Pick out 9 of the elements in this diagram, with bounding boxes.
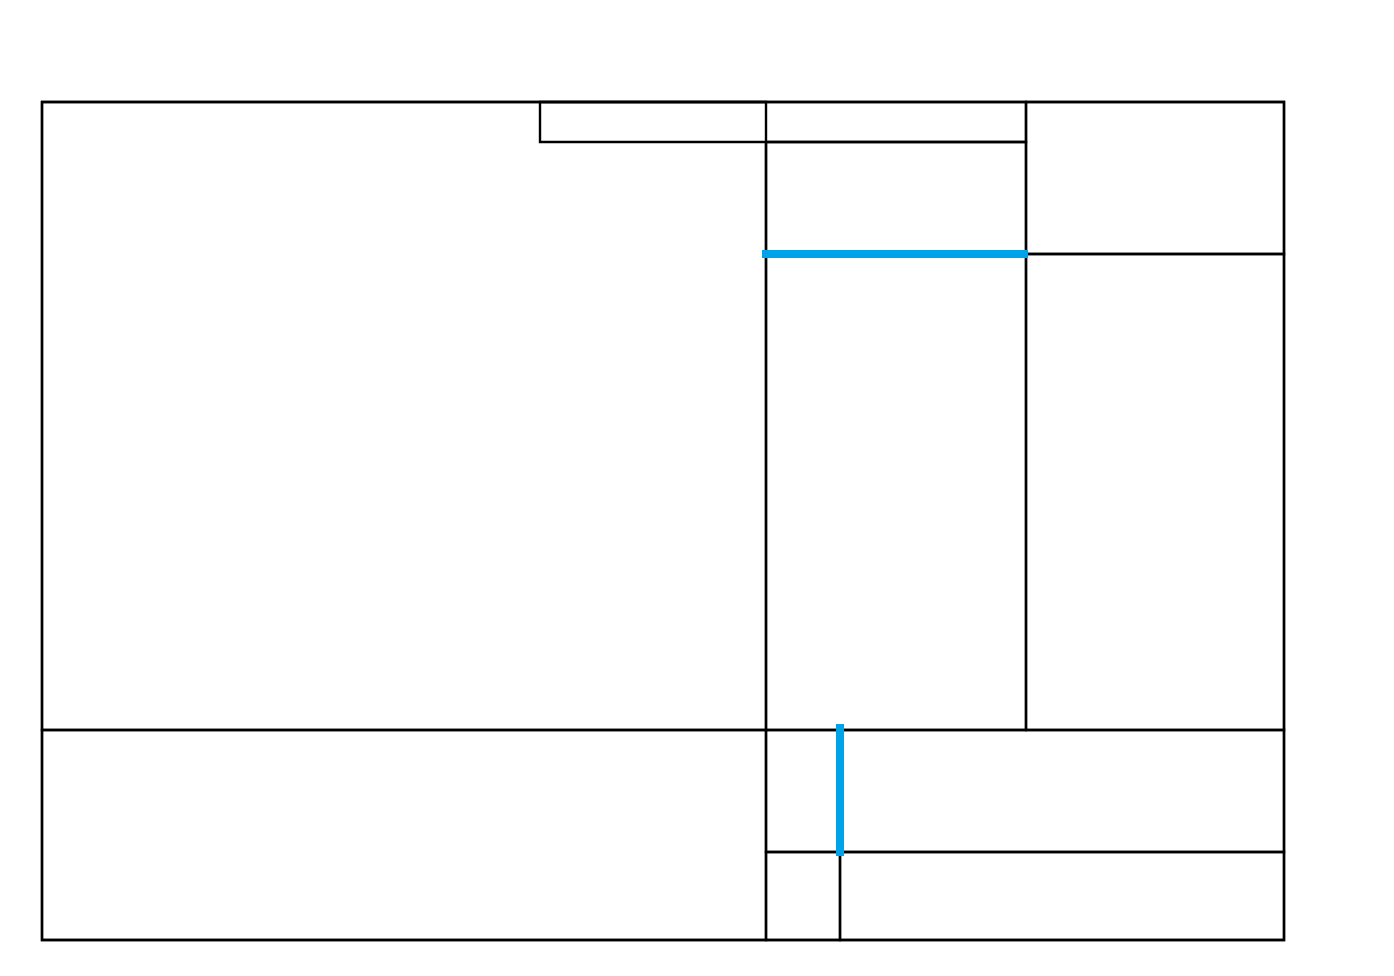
panel-box: [764, 850, 842, 942]
panel-box: [838, 850, 1286, 942]
panel-box: [764, 728, 1286, 854]
panel-box: [40, 728, 768, 942]
panel-box: [1024, 252, 1286, 732]
panel-box: [764, 140, 1028, 732]
panel-box: [538, 100, 1028, 144]
panel-box: [1024, 100, 1286, 256]
panel-box: [40, 100, 768, 732]
